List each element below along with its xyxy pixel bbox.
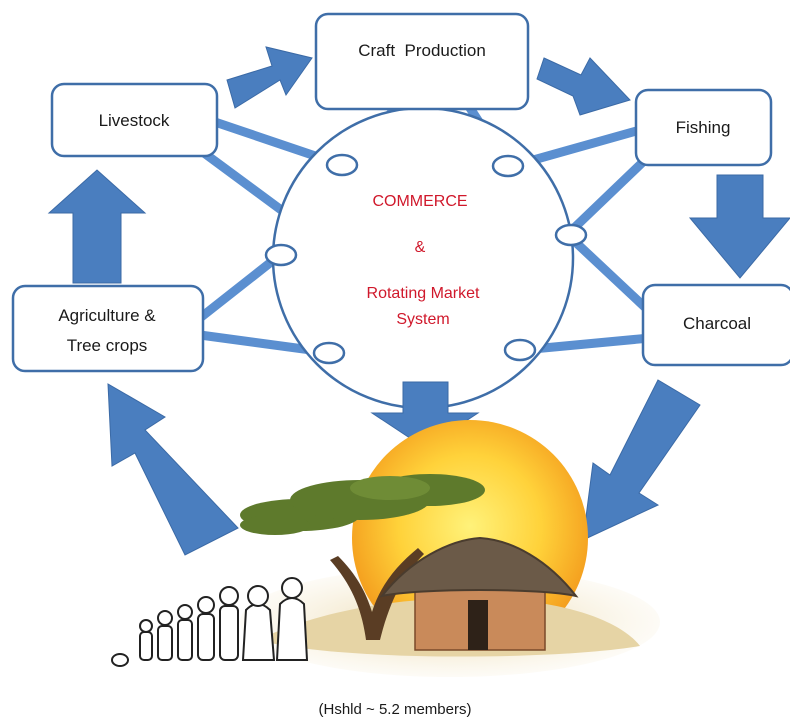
center-labels: COMMERCE & Rotating Market System [367,193,480,328]
ring-nodes [264,153,588,365]
arrow-household-to-agriculture [107,383,239,556]
node-box-shapes [11,12,790,373]
cycle-arrows [47,46,790,556]
tree-trunk-icon [330,548,424,640]
ring-node [503,338,537,362]
livestock-box [50,82,219,158]
connector-livestock-2 [195,145,293,220]
craft-production-label: Craft Production [358,41,486,60]
agriculture-label-line1: Agriculture & [58,306,156,325]
arrow-craft-to-fishing [536,57,631,116]
hut-roof-icon [379,536,579,598]
ring-node [554,223,588,247]
commerce-label: COMMERCE [372,193,467,210]
charcoal-label: Charcoal [683,314,751,333]
tree-canopy-icon [240,474,485,535]
node-labels: Craft Production Livestock Fishing Charc… [58,41,751,355]
arrow-charcoal-to-household [582,379,701,541]
ring-node [325,153,359,177]
commerce-ring [271,106,575,410]
ring-node [312,341,346,365]
livestock-label: Livestock [99,111,170,130]
ring-node [491,154,525,178]
rotating-market-label: Rotating Market [367,285,480,302]
agriculture-label-line2: Tree crops [67,336,148,355]
arrow-livestock-to-craft [226,46,313,109]
craft-production-box [314,12,530,111]
household-caption: (Hshld ~ 5.2 members) [319,701,472,718]
fishing-box [634,88,773,167]
connector-charcoal-1 [565,232,655,317]
ring-node [264,243,298,267]
connector-fishing-2 [567,155,650,235]
charcoal-box [641,283,790,367]
fishing-label: Fishing [676,118,731,137]
connector-agri-1 [195,250,285,323]
agriculture-box [11,284,205,373]
household-illustration [111,420,660,677]
family-figures-icon [111,577,309,667]
system-label: System [396,311,449,328]
ampersand-label: & [415,239,426,256]
arrow-fishing-to-charcoal [688,174,790,279]
hut-door-icon [468,600,488,650]
arrow-agriculture-to-livestock [47,169,147,284]
